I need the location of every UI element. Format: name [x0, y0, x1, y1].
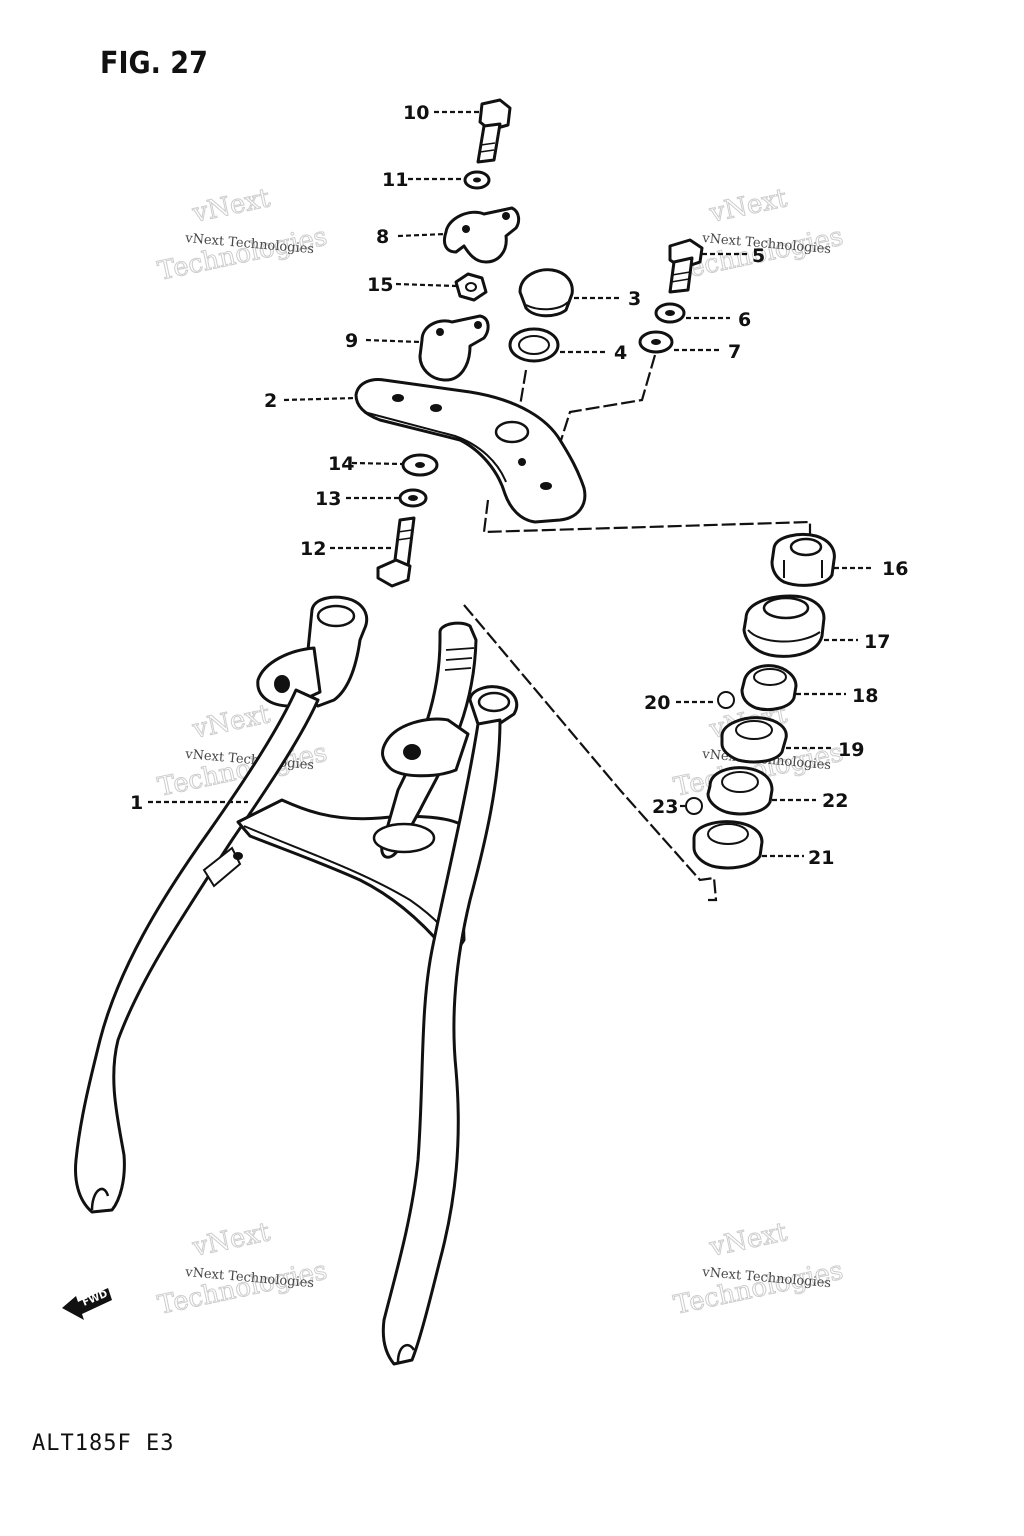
callout-12: 12 [300, 538, 326, 560]
callout-14: 14 [328, 453, 354, 475]
part-12-bolt [376, 516, 416, 588]
callout-7: 7 [728, 341, 741, 363]
part-19-bearing [720, 716, 788, 764]
part-13-washer [398, 488, 428, 508]
callout-9: 9 [345, 330, 358, 352]
part-15-nut [454, 272, 488, 302]
watermark-text: vNext [706, 1217, 790, 1263]
part-22-race [706, 766, 774, 816]
assembly-line-nut [514, 369, 528, 431]
callout-23: 23 [652, 796, 678, 818]
part-5-bolt [668, 238, 704, 294]
watermark-bottom-left: vNext Technologies vNext Technologies [155, 1217, 331, 1322]
watermark-top-left: vNext Technologies vNext Technologies [155, 183, 331, 288]
part-18-bearing [740, 664, 798, 712]
callout-4: 4 [614, 342, 627, 364]
leader-lines [148, 110, 874, 858]
watermark-text: vNext [189, 183, 273, 229]
part-4-washer [508, 327, 560, 363]
part-14-washer [401, 453, 439, 477]
part-23-ball [685, 797, 703, 815]
callout-22: 22 [822, 790, 848, 812]
callout-17: 17 [864, 631, 890, 653]
figure-title: FIG. 27 [100, 46, 208, 81]
watermark-text: vNext [189, 699, 273, 745]
part-3-cap-nut [518, 268, 574, 318]
callout-20: 20 [644, 692, 670, 714]
part-10-bolt [476, 98, 512, 164]
callout-5: 5 [752, 245, 765, 267]
callout-19: 19 [838, 739, 864, 761]
callout-8: 8 [376, 226, 389, 248]
assembly-line-bracket [482, 499, 812, 542]
part-2-upper-bracket [354, 378, 587, 524]
callout-6: 6 [738, 309, 751, 331]
part-1-steering-stem [74, 595, 519, 1366]
model-code-label: ALT185F E3 [32, 1431, 175, 1456]
part-16-lock-nut [770, 533, 836, 587]
callout-3: 3 [628, 288, 641, 310]
part-7-washer [638, 330, 674, 354]
callout-2: 2 [264, 390, 277, 412]
watermark-text: vNext [189, 1217, 273, 1263]
callout-labels: 10 11 8 15 9 2 14 13 12 3 4 5 6 7 16 17 … [130, 102, 908, 869]
callout-21: 21 [808, 847, 834, 869]
watermark-bottom-right: vNext Technologies vNext Technologies [671, 1217, 847, 1322]
part-21-race [692, 820, 764, 870]
callout-11: 11 [382, 169, 408, 191]
callout-1: 1 [130, 792, 143, 814]
part-6-washer [654, 302, 686, 324]
callout-18: 18 [852, 685, 878, 707]
part-17-race [742, 594, 826, 658]
part-20-ball [717, 691, 735, 709]
callout-15: 15 [367, 274, 393, 296]
watermark-text: vNext [706, 183, 790, 229]
part-8-clamp-upper [442, 206, 521, 264]
part-9-clamp-lower [418, 314, 490, 382]
fwd-arrow-icon: FWD [62, 1288, 112, 1320]
watermark-top-right: vNext Technologies vNext Technologies [671, 183, 847, 288]
callout-16: 16 [882, 558, 908, 580]
assembly-line-stem [463, 604, 718, 902]
callout-13: 13 [315, 488, 341, 510]
part-11-washer [463, 170, 491, 190]
callout-10: 10 [403, 102, 429, 124]
